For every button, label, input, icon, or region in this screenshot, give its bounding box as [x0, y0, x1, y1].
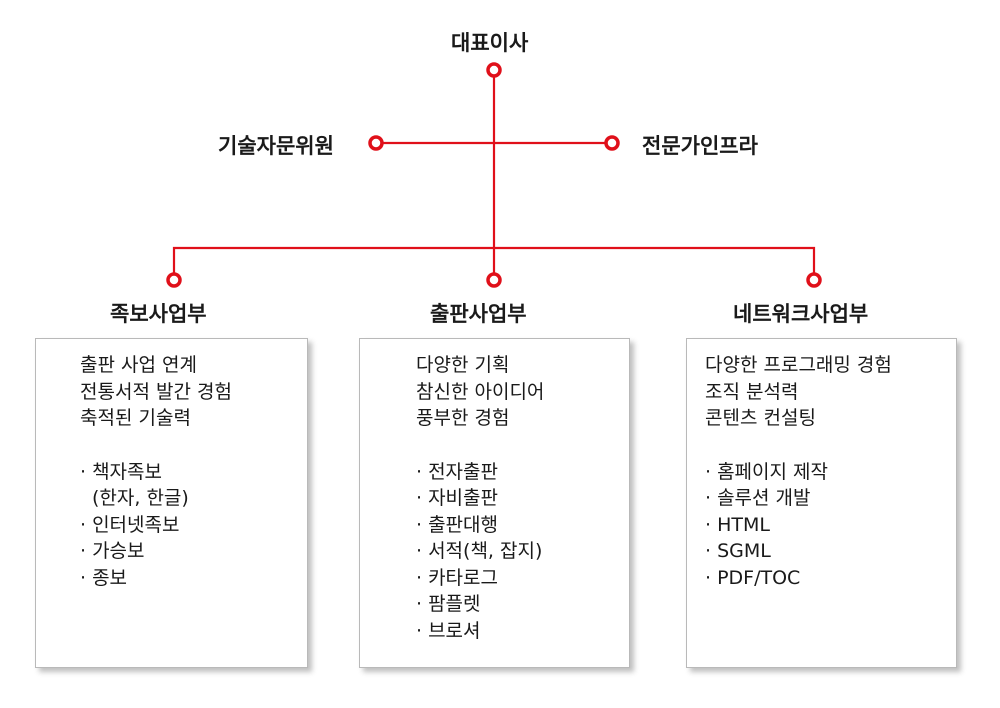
list-item: · 홈페이지 제작 [705, 460, 828, 483]
dept-item-list: · 책자족보 (한자, 한글) · 인터넷족보 · 가승보 · 종보 [80, 459, 307, 592]
dept-title-publishing: 출판사업부 [430, 302, 527, 326]
list-item: · PDF/TOC [705, 566, 801, 589]
dept-title-genealogy: 족보사업부 [110, 302, 207, 326]
summary-item: 콘텐츠 컨설팅 [705, 407, 816, 429]
list-item: · 자비출판 [416, 487, 498, 509]
dept-summary-list: 출판 사업 연계 전통서적 발간 경험 축적된 기술력 [80, 352, 307, 432]
summary-item: 조직 분석력 [705, 380, 799, 403]
dept-summary-list: 다양한 기획 참신한 아이디어 풍부한 경험 [416, 352, 629, 432]
summary-item: 축적된 기술력 [80, 407, 191, 429]
dept-node-network [806, 272, 822, 288]
list-item: · 서적(책, 잡지) [416, 540, 543, 562]
dept-item-list: · 전자출판 · 자비출판 · 출판대행 · 서적(책, 잡지) · 카타로그 … [416, 459, 629, 645]
dept-node-genealogy [166, 272, 182, 288]
summary-item: 다양한 프로그래밍 경험 [705, 354, 892, 376]
list-item: · 책자족보 [80, 460, 162, 483]
list-item: · 가승보 [80, 540, 145, 562]
list-item: · 카타로그 [416, 566, 498, 589]
list-item: · 전자출판 [416, 460, 498, 483]
dept-box-genealogy: 출판 사업 연계 전통서적 발간 경험 축적된 기술력 · 책자족보 (한자, … [35, 338, 308, 668]
list-item: · HTML [705, 513, 770, 536]
summary-item: 다양한 기획 [416, 354, 510, 376]
list-item: · 인터넷족보 [80, 513, 180, 536]
partner-node [604, 135, 620, 151]
dept-box-network: 다양한 프로그래밍 경험 조직 분석력 콘텐츠 컨설팅 · 홈페이지 제작 · … [686, 338, 957, 668]
dept-item-list: · 홈페이지 제작 · 솔루션 개발 · HTML · SGML · PDF/T… [705, 459, 956, 592]
list-item: · 팜플렛 [416, 593, 481, 615]
dept-summary-list: 다양한 프로그래밍 경험 조직 분석력 콘텐츠 컨설팅 [705, 352, 956, 432]
advisor-title: 기술자문위원 [218, 134, 334, 158]
advisor-node [368, 135, 384, 151]
summary-item: 풍부한 경험 [416, 407, 510, 429]
summary-item: 전통서적 발간 경험 [80, 380, 232, 403]
summary-item: 참신한 아이디어 [416, 380, 545, 403]
summary-item: 출판 사업 연계 [80, 354, 197, 376]
list-item: · SGML [705, 540, 771, 562]
list-item: · 출판대행 [416, 513, 498, 536]
dept-node-publishing [486, 272, 502, 288]
dept-title-network: 네트워크사업부 [733, 302, 869, 326]
list-item: · 솔루션 개발 [705, 487, 811, 509]
list-item: · 브로셔 [416, 619, 481, 642]
partner-title: 전문가인프라 [642, 134, 758, 158]
list-item: (한자, 한글) [92, 487, 189, 509]
dept-box-publishing: 다양한 기획 참신한 아이디어 풍부한 경험 · 전자출판 · 자비출판 · 출… [359, 338, 630, 668]
department-branch-line [172, 246, 816, 273]
list-item: · 종보 [80, 566, 128, 589]
ceo-title: 대표이사 [451, 31, 529, 55]
ceo-node [486, 62, 502, 78]
